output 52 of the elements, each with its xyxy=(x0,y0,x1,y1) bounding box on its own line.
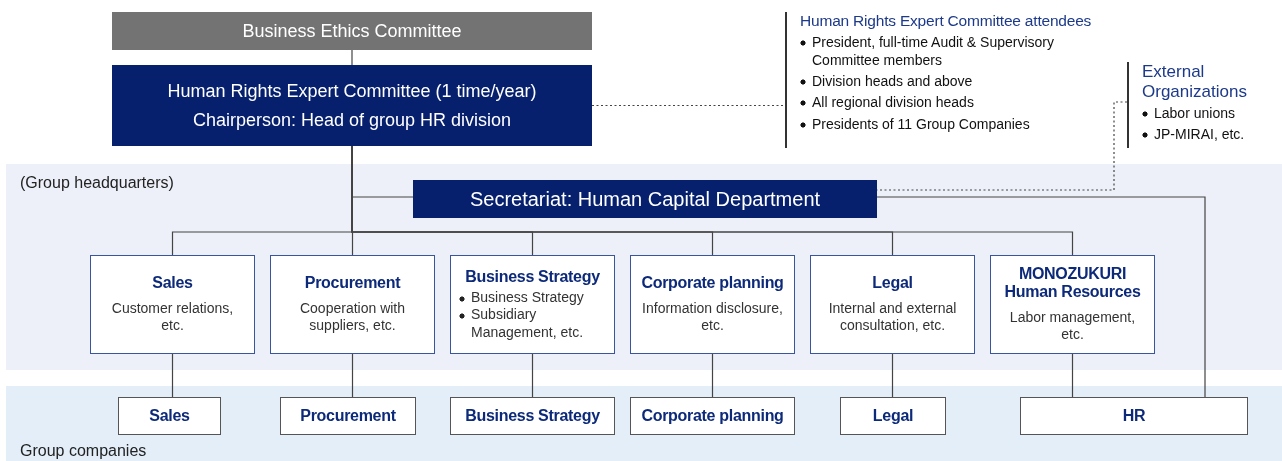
connector-line xyxy=(891,353,894,398)
department-title: Sales xyxy=(152,274,193,292)
company-box xyxy=(840,397,946,435)
department-title: Procurement xyxy=(304,274,401,292)
connector-line xyxy=(351,353,354,398)
company-box xyxy=(630,397,795,435)
secretariat-box xyxy=(413,180,877,218)
connector-line xyxy=(591,104,786,107)
company-title: Corporate planning xyxy=(641,406,784,426)
department-duty: Cooperation with suppliers, etc. xyxy=(298,299,407,335)
connector-line xyxy=(876,196,1206,398)
department-title: Business Strategy xyxy=(465,267,600,286)
connector-line xyxy=(876,101,1128,191)
section-band xyxy=(6,386,1282,461)
department-title: Legal xyxy=(872,274,913,292)
department-duty: Information disclosure, etc. xyxy=(641,299,784,335)
connector-line xyxy=(1071,353,1074,398)
committee-box xyxy=(112,65,592,146)
department-title: MONOZUKURI Human Resources xyxy=(1003,265,1142,301)
department-title: Corporate planning xyxy=(641,274,784,292)
department-duty: Customer relations, etc. xyxy=(110,299,235,335)
department-box xyxy=(270,255,435,354)
company-title: HR xyxy=(1122,406,1146,426)
department-box xyxy=(630,255,795,354)
section-label: Group companies xyxy=(20,441,147,461)
company-box xyxy=(280,397,416,435)
committee-title: Business Ethics Committee xyxy=(242,19,462,43)
connector-line xyxy=(711,353,714,398)
company-box xyxy=(1020,397,1248,435)
department-box xyxy=(90,255,255,354)
department-box xyxy=(990,255,1155,354)
company-title: Business Strategy xyxy=(465,406,600,426)
department-box xyxy=(450,255,615,354)
company-box xyxy=(118,397,221,435)
connector-line xyxy=(351,49,353,66)
connector-line xyxy=(531,353,534,398)
company-box xyxy=(450,397,615,435)
company-title: Sales xyxy=(149,406,190,426)
list-heading: Human Rights Expert Committee attendees xyxy=(800,12,1093,30)
department-duty: Labor management, etc. xyxy=(1008,308,1137,344)
committee-title: Human Rights Expert Committee (1 time/year) xyxy=(167,80,537,103)
section-label: (Group headquarters) xyxy=(20,173,174,193)
department-box xyxy=(810,255,975,354)
section-band xyxy=(6,164,1282,370)
department-duty: Internal and external consultation, etc. xyxy=(827,299,958,335)
company-title: Legal xyxy=(872,406,914,426)
connector-line xyxy=(171,353,174,398)
committee-box xyxy=(112,12,592,50)
committee-title: Chairperson: Head of group HR division xyxy=(192,108,512,131)
company-title: Procurement xyxy=(300,406,396,426)
list-heading: External Organizations xyxy=(1142,62,1248,102)
secretariat-title: Secretariat: Human Capital Department xyxy=(469,186,821,212)
